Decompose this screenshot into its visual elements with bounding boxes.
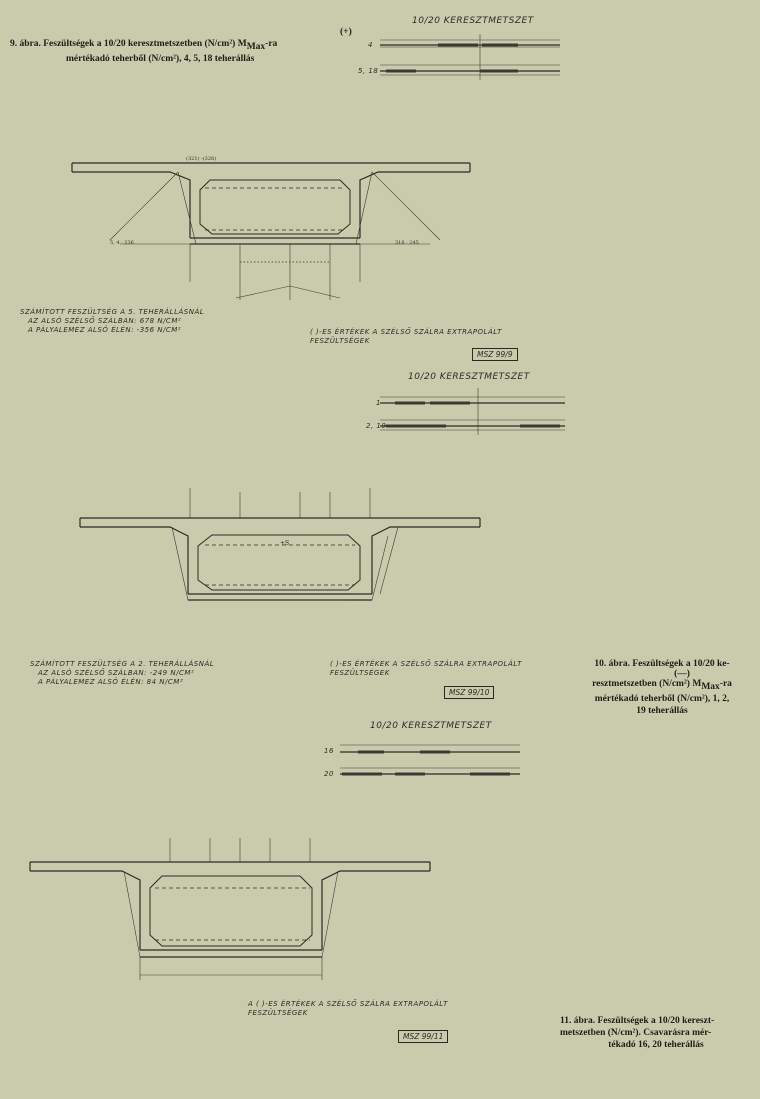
figure11-caption-line2: metszetben (N/cm²). Csavarásra mér- [560,1028,712,1038]
figure9-caption-suffix: -ra [265,39,278,49]
figure10-caption-line4: 19 teherállás [636,705,688,716]
key-diagram-fig11 [340,744,520,776]
figure10-key-title: 10/20 keresztmetszet [408,372,530,382]
figure10-key-label-2: 2, 19 [366,422,387,430]
svg-text:(321) -(328): (321) -(328) [186,155,216,162]
cross-section-fig9: (321) -(328) 5, 4 · 236 316 · 245 [71,155,471,300]
figure10-caption: 10. ábra. Feszültségek a 10/20 ke- (—) r… [572,658,752,717]
svg-text:+S: +S [280,540,289,547]
figure11-caption-line1: 11. ábra. Feszültségek a 10/20 kereszt- [560,1016,715,1026]
figure10-key-label-1: 1 [376,399,381,407]
figure10-note-slab-edge: a pályalemez alsó élén: 84 N/cm² [38,678,184,686]
figure11-caption-line3: tékadó 16, 20 teherállás [608,1040,704,1050]
figure9-note-extrapolated: ( )-es értékek a szélső szálra extrapolá… [310,328,502,345]
key-diagram-fig10 [380,388,565,435]
figure9-caption-sup: (+) [340,27,352,37]
figure9-note-computed: Számított feszültség a 5. teherállásnál [20,308,205,316]
figure9-note: Számított feszültség a 5. teherállásnál … [20,308,280,335]
figure11-caption: 11. ábra. Feszültségek a 10/20 kereszt- … [560,1015,752,1051]
cross-section-fig10: +S [79,488,481,601]
svg-text:316 · 245: 316 · 245 [395,240,419,246]
figure10-note-computed: Számított feszültség a 2. teherállásnál [30,660,215,668]
figure9-caption-sub: Max [246,41,266,52]
figure11-key-title: 10/20 keresztmetszet [370,721,492,731]
figure10-note-bottom-fiber: az alsó szélső szálban: -249 N/cm² [38,669,195,677]
figure9-note-slab-edge: a pályalemez alsó élén: -356 N/cm² [28,326,182,334]
figure10-caption-line3: mértékadó teherből (N/cm²), 1, 2, [594,693,730,704]
figure10-note-extrapolated: ( )-es értékek a szélső szálra extrapolá… [330,660,522,677]
figure10-caption-line1: 10. ábra. Feszültségek a 10/20 ke- [594,659,730,669]
figure9-note-bottom-fiber: az alsó szélső szálban: 678 N/cm² [28,317,182,325]
figure10-caption-sup: (—) [674,669,690,679]
figure11-note-extrapolated: A ( )-es értékek a szélső szálra extrapo… [248,1000,448,1017]
figure10-caption-suffix: -ra [719,679,732,689]
figure9-caption-line2: mértékadó teherből (N/cm²), 4, 5, 18 teh… [66,53,255,64]
figure9-key-label-2: 5, 18 [358,67,379,75]
figure9-key-label-1: 4 [368,41,373,49]
figure9-caption-line1: 9. ábra. Feszültségek a 10/20 keresztmet… [10,39,247,49]
figure10-note: Számított feszültség a 2. teherállásnál … [30,660,290,687]
key-diagram-fig9 [380,34,560,80]
figure9-caption: 9. ábra. Feszültségek a 10/20 keresztmet… [10,27,380,65]
figure10-tag: MSZ 99/10 [444,686,495,699]
figure9-key-title: 10/20 keresztmetszet [412,16,534,26]
svg-text:5, 4 · 236: 5, 4 · 236 [110,240,134,246]
figure10-caption-line2: resztmetszetben (N/cm²) M [592,679,702,689]
figure11-key-label-2: 20 [324,770,334,778]
cross-section-fig11 [29,838,431,980]
figure11-key-label-1: 16 [324,747,334,755]
figure11-tag: MSZ 99/11 [398,1030,449,1043]
figure10-caption-sub: Max [701,681,720,692]
figure9-tag: MSZ 99/9 [472,348,518,361]
